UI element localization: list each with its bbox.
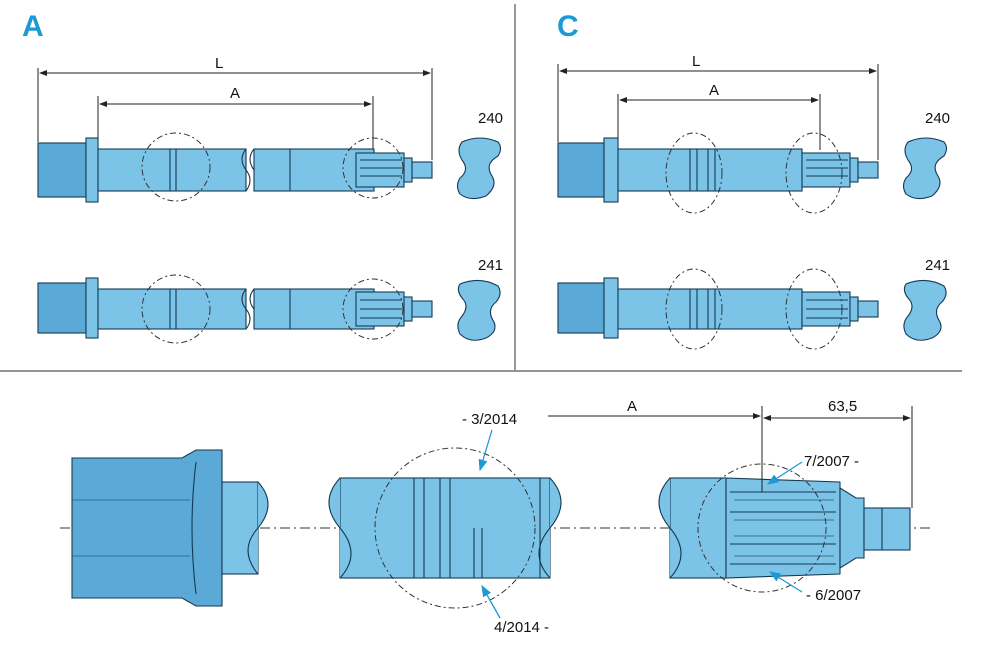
detail-dim-a: A [627, 398, 637, 415]
panel-c-letter: C [557, 10, 579, 43]
panel-a-code-240: 240 [478, 110, 503, 127]
panel-c-code-241: 241 [925, 257, 950, 274]
panel-a-dim-a: A [230, 85, 240, 102]
detail-spline [658, 463, 911, 593]
detail-dim-63-5: 63,5 [828, 398, 857, 415]
profile-241-a [457, 279, 501, 341]
callout-6-2007: - 6/2007 [806, 587, 861, 604]
panel-c-dim-a: A [709, 82, 719, 99]
shaft-a-241 [37, 274, 433, 344]
detail-shoulder [71, 449, 269, 607]
shaft-c-241 [557, 268, 879, 350]
panel-a: A L A [22, 10, 503, 344]
profile-240-a [456, 137, 502, 200]
callout-7-2007: 7/2007 - [804, 453, 859, 470]
panel-a-dim-l: L [215, 55, 223, 72]
panel-c-dim-l: L [692, 53, 700, 70]
shaft-a-240 [37, 132, 433, 203]
shaft-c-240 [557, 132, 879, 214]
callout-3-2014: - 3/2014 [462, 411, 517, 428]
detail-grooves [328, 447, 562, 609]
profile-240-c [902, 137, 948, 200]
panel-c: C L A 240 [557, 10, 950, 350]
detail-section: - 3/2014 4/2014 - A 63,5 7/2007 - - 6/20… [60, 398, 930, 636]
callout-4-2014: 4/2014 - [494, 619, 549, 636]
panel-a-code-241: 241 [478, 257, 503, 274]
profile-241-c [903, 279, 947, 341]
panel-c-code-240: 240 [925, 110, 950, 127]
panel-a-letter: A [22, 10, 44, 43]
